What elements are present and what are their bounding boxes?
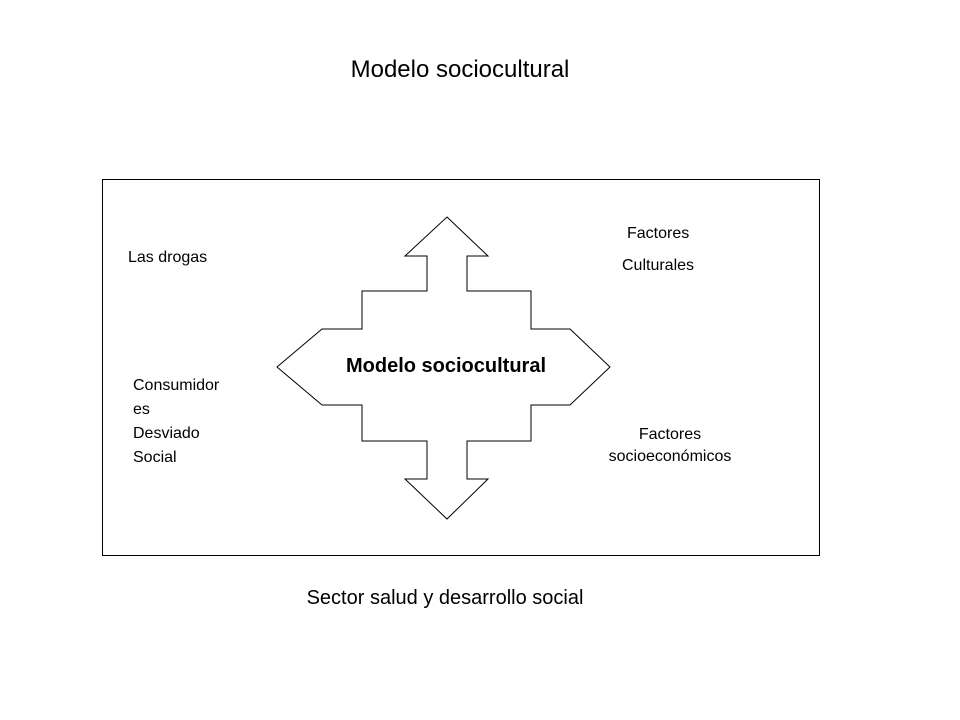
label-factores-culturales-line2: Culturales xyxy=(622,257,695,274)
label-socioeconomicos-line1: Factores xyxy=(638,426,702,443)
label-las-drogas: Las drogas xyxy=(128,249,208,266)
center-label: Modelo sociocultural xyxy=(345,355,547,377)
four-way-arrow-shape xyxy=(276,216,611,520)
footer-caption: Sector salud y desarrollo social xyxy=(306,587,584,609)
label-consumidores-line3: Desviado xyxy=(133,425,200,442)
diagram-frame xyxy=(102,179,820,556)
label-consumidores-line2: es xyxy=(133,401,150,418)
page-title: Modelo sociocultural xyxy=(350,56,570,83)
label-consumidores-line1: Consumidor xyxy=(133,377,220,394)
label-factores-socioeconomicos: Factores socioeconómicos xyxy=(580,424,760,468)
label-factores-culturales-line1: Factores xyxy=(627,225,690,242)
label-socioeconomicos-line2: socioeconómicos xyxy=(608,448,732,465)
label-consumidores-line4: Social xyxy=(133,449,177,466)
label-consumidores-desviado-social: Consumidor es Desviado Social xyxy=(133,374,273,470)
